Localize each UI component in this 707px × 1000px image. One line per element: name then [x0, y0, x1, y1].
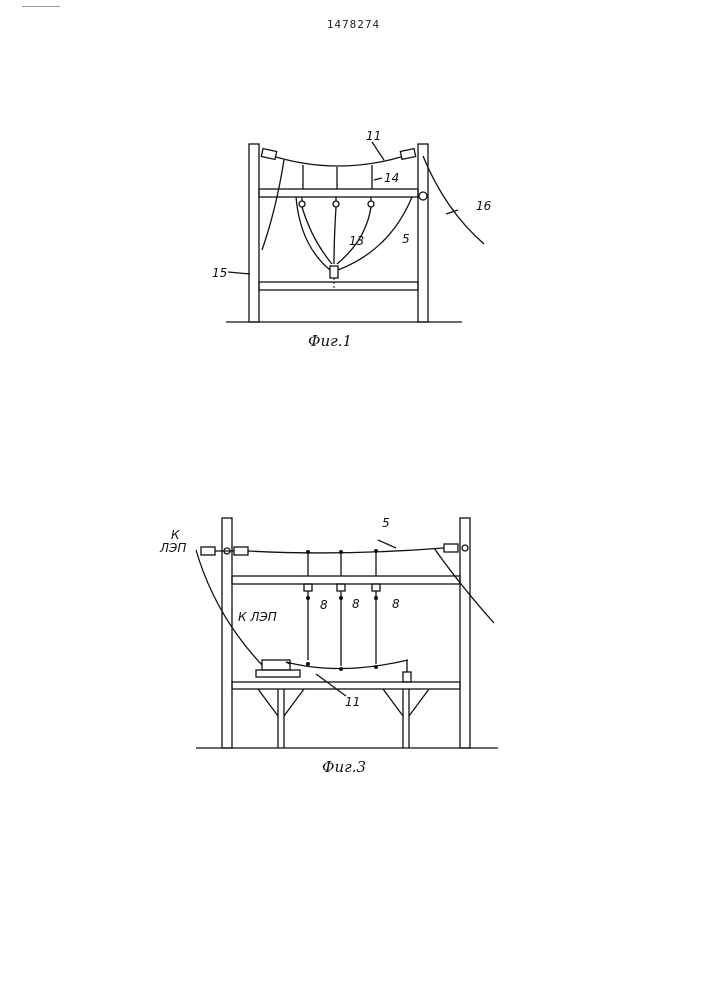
fig1-label-11: 11 [366, 129, 381, 143]
fig3-cable-to-line-left [196, 550, 262, 665]
fig3-leader-5 [378, 540, 396, 548]
fig3-label-k-lep: К ЛЭП [238, 610, 277, 624]
fig1-leader-16 [446, 210, 458, 214]
fig3-winch [262, 660, 290, 670]
fig3-conductor-5 [248, 548, 444, 553]
fig3-insulator-left [234, 547, 248, 555]
fig1-clamp [368, 201, 374, 207]
fig1-leader-14 [374, 178, 382, 180]
fig3-left-post [222, 518, 232, 748]
fig3-insulator-right [444, 544, 458, 552]
fig3-platform [232, 682, 460, 689]
fig3-conductor-11 [286, 660, 408, 669]
fig1-leader-11 [372, 142, 384, 160]
fig3-cable-right [434, 548, 494, 623]
fig3-clamp-8 [372, 584, 380, 591]
fig3-label-5: 5 [382, 516, 390, 530]
fig3-caption: Фиг.3 [322, 758, 366, 776]
fig1-drop-cable [262, 160, 284, 250]
fig3-clamp-8 [337, 584, 345, 591]
fig3-clamp-8 [304, 584, 312, 591]
fig1-label-5: 5 [402, 232, 410, 246]
fig1-lower-crossbar [259, 282, 418, 290]
fig3-right-post [460, 518, 470, 748]
fig3-platform-brace [409, 689, 429, 716]
fig3-node [306, 662, 310, 666]
fig3-winch-base [256, 670, 300, 677]
fig1-clamp [299, 201, 305, 207]
fig1-label-16: 16 [476, 199, 492, 213]
fig1-insulator-right [400, 149, 415, 160]
fig3-leader-11 [316, 674, 346, 696]
fig1-cable-16 [423, 156, 484, 244]
fig3-node [339, 667, 343, 671]
fig1-strand-13 [302, 207, 332, 264]
fig3-label-lep: ЛЭП [159, 541, 186, 555]
figure-1: 11 14 16 13 5 15 Фиг.1 [212, 129, 492, 350]
fig1-insulator-left [261, 149, 276, 160]
fig1-left-post [249, 144, 259, 322]
fig1-label-13: 13 [349, 234, 364, 248]
fig1-label-14: 14 [384, 171, 399, 185]
fig1-caption: Фиг.1 [308, 332, 352, 350]
fig1-label-15: 15 [212, 266, 227, 280]
fig1-weight [330, 266, 338, 278]
fig3-label-8-b: 8 [352, 597, 360, 611]
figure-3: К ЛЭП К ЛЭП 5 8 8 8 11 Фиг.3 [159, 516, 498, 776]
fig1-clamp [333, 201, 339, 207]
fig3-label-8-c: 8 [392, 597, 400, 611]
fig1-strand-13 [334, 207, 336, 264]
fig1-right-post [418, 144, 428, 322]
fig3-platform-brace [383, 689, 403, 716]
fig3-platform-brace [284, 689, 304, 716]
fig3-platform-brace [258, 689, 278, 716]
fig1-upper-crossbar [259, 189, 418, 197]
fig3-label-k: К [171, 528, 180, 542]
fig3-post-clamp-right [462, 545, 468, 551]
fig1-post-clamp [419, 192, 427, 200]
fig3-upper-crossbar [232, 576, 460, 584]
fig3-anchor [403, 672, 411, 682]
fig3-label-11: 11 [345, 695, 360, 709]
fig3-insulator-outer-left [201, 547, 215, 555]
fig3-node [374, 665, 378, 669]
fig1-leader-15 [228, 272, 250, 274]
fig3-label-8-a: 8 [320, 598, 328, 612]
